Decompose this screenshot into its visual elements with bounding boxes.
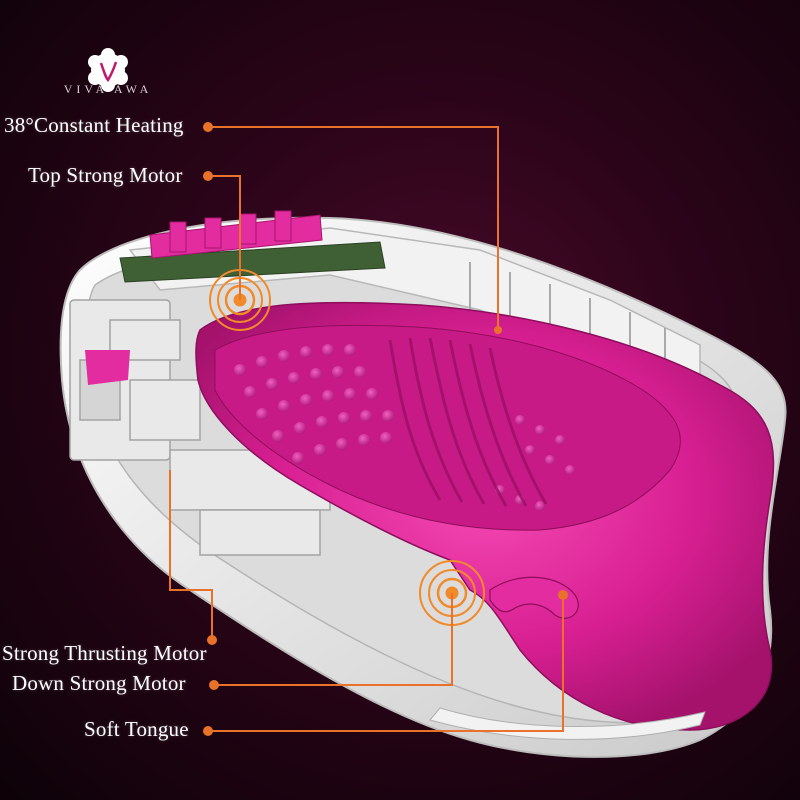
v-monogram-icon xyxy=(88,48,128,92)
top-fins xyxy=(149,210,323,259)
label-soft-tongue: Soft Tongue xyxy=(84,717,189,741)
leader-lines xyxy=(169,126,564,732)
label-down-motor: Down Strong Motor xyxy=(12,671,186,695)
leader-dots xyxy=(203,122,568,736)
brand-name: VIVA AWA xyxy=(63,82,153,96)
label-thrusting-motor: Strong Thrusting Motor xyxy=(2,641,207,665)
label-top-motor: Top Strong Motor xyxy=(28,163,183,187)
ridged-column xyxy=(388,337,548,507)
inner-channel xyxy=(214,324,681,531)
side-silicone xyxy=(85,350,130,385)
label-heating: 38°Constant Heating xyxy=(4,113,184,137)
circuit-board xyxy=(119,241,386,283)
soft-tongue-shape xyxy=(489,576,579,619)
